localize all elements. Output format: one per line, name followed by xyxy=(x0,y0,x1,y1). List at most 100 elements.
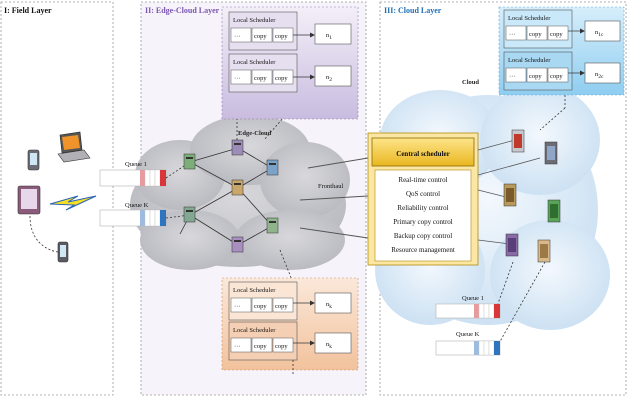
fronthaul-label: Fronthaul xyxy=(318,183,343,190)
scheduler-title: Local Scheduler xyxy=(233,327,276,334)
arrow-head xyxy=(580,28,585,34)
cloud-server-3 xyxy=(503,183,517,207)
node-n2c: n2c xyxy=(584,62,621,84)
queue-k-label: Queue K xyxy=(125,202,149,209)
scheduler-copy: copy xyxy=(275,343,288,350)
small-phone-icon xyxy=(57,241,69,263)
cloud-server-6 xyxy=(537,239,551,263)
scheduler-copy: copy xyxy=(254,303,267,310)
scheduler-title: Local Scheduler xyxy=(508,57,551,64)
scheduler-dots: ··· xyxy=(509,31,516,38)
node-base: n xyxy=(326,341,330,348)
edge-server-7 xyxy=(231,236,244,253)
edge-cloud-shape xyxy=(130,115,350,270)
node-sub: 1 xyxy=(329,35,332,41)
central-function-item: Primary copy control xyxy=(393,218,453,226)
queue-1 xyxy=(99,169,167,187)
edge-server-4 xyxy=(231,179,244,196)
cloud-server-5 xyxy=(505,233,519,257)
node-sub: 1c xyxy=(598,32,604,38)
central-function-item: Real-time control xyxy=(398,176,447,184)
node-n1: n1 xyxy=(314,23,352,45)
arrow-head xyxy=(310,74,315,80)
phone-icon xyxy=(27,149,40,171)
node-n1c: n1c xyxy=(584,20,621,42)
local-scheduler-edge-bot-1: Local Scheduler ··· copy copy xyxy=(228,281,298,321)
scheduler-copy: copy xyxy=(275,75,288,82)
cloud-queue-1-label: Queue 1 xyxy=(462,295,484,302)
local-scheduler-cloud-2: Local Scheduler ··· copy copy xyxy=(503,51,573,91)
svg-text:n1: n1 xyxy=(326,32,332,41)
cloud-label: Cloud xyxy=(462,79,479,86)
cloud-dashed-links xyxy=(494,95,566,346)
scheduler-title: Local Scheduler xyxy=(233,17,276,24)
local-scheduler-edge-top-1: Local Scheduler ··· copy copy xyxy=(228,11,298,51)
arrow-head xyxy=(580,70,585,76)
cloud-queue-k xyxy=(435,340,501,356)
scheduler-copy: copy xyxy=(275,303,288,310)
tablet-icon xyxy=(17,185,41,215)
edge-network-links xyxy=(179,147,273,246)
node-sub: 2 xyxy=(329,77,332,83)
scheduler-dots: ··· xyxy=(234,343,241,350)
cloud-server-4 xyxy=(547,199,561,223)
node-base: n xyxy=(326,301,330,308)
node-base: n xyxy=(326,74,330,81)
cloud-server-1 xyxy=(511,129,525,153)
local-scheduler-cloud-1: Local Scheduler ··· copy copy xyxy=(503,9,573,49)
central-function-item: Reliability control xyxy=(397,204,448,212)
scheduler-title: Local Scheduler xyxy=(508,15,551,22)
edge-server-3 xyxy=(266,159,279,176)
svg-text:n1c: n1c xyxy=(595,29,604,38)
node-sub: k xyxy=(329,344,332,350)
node-base: n xyxy=(595,71,599,78)
lightning-icon xyxy=(49,195,97,211)
field-layer-title: I: Field Layer xyxy=(4,6,52,15)
local-scheduler-edge-bot-2: Local Scheduler ··· copy copy xyxy=(228,321,298,361)
edge-server-2 xyxy=(231,139,244,156)
cloud-server-2 xyxy=(544,141,558,165)
svg-text:nk: nk xyxy=(326,301,332,310)
edge-server-5 xyxy=(183,206,196,223)
scheduler-copy: copy xyxy=(275,33,288,40)
edge-server-1 xyxy=(183,153,196,170)
scheduler-title: Local Scheduler xyxy=(233,287,276,294)
arrow-head xyxy=(310,340,315,346)
cloud-layer-title: III: Cloud Layer xyxy=(384,6,442,15)
node-base: n xyxy=(595,29,599,36)
arrow-head xyxy=(310,32,315,38)
central-function-item: Resource management xyxy=(391,246,455,254)
scheduler-copy: copy xyxy=(550,73,563,80)
scheduler-copy: copy xyxy=(550,31,563,38)
scheduler-copy: copy xyxy=(254,75,267,82)
scheduler-dots: ··· xyxy=(234,303,241,310)
device-link xyxy=(29,215,59,253)
central-scheduler-title: Central scheduler xyxy=(396,150,449,158)
scheduler-dots: ··· xyxy=(509,73,516,80)
scheduler-copy: copy xyxy=(529,31,542,38)
cloud-queue-1 xyxy=(435,303,501,319)
scheduler-dots: ··· xyxy=(234,33,241,40)
node-sub: k xyxy=(329,304,332,310)
scheduler-title: Local Scheduler xyxy=(233,59,276,66)
scheduler-dots: ··· xyxy=(234,75,241,82)
svg-text:n2c: n2c xyxy=(595,71,604,80)
svg-text:n2: n2 xyxy=(326,74,332,83)
scheduler-copy: copy xyxy=(254,343,267,350)
edge-layer-title: II: Edge-Cloud Layer xyxy=(145,6,220,15)
node-nk-1: nk xyxy=(314,292,352,314)
central-function-item: Backup copy control xyxy=(394,232,452,240)
node-nk-2: nk xyxy=(314,332,352,354)
laptop-icon xyxy=(57,131,91,163)
central-function-item: QoS control xyxy=(406,190,440,198)
cloud-queue-k-label: Queue K xyxy=(456,331,480,338)
arrow-head xyxy=(310,300,315,306)
queue-k xyxy=(99,209,167,227)
edge-server-6 xyxy=(266,217,279,234)
node-n2: n2 xyxy=(314,65,352,87)
node-base: n xyxy=(326,32,330,39)
local-scheduler-edge-top-2: Local Scheduler ··· copy copy xyxy=(228,53,298,93)
